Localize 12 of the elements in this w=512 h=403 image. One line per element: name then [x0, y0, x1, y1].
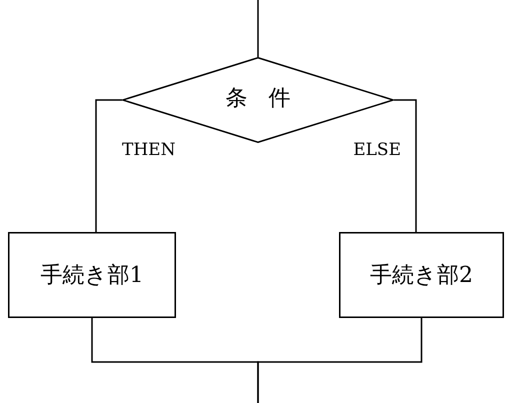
process-box: [339, 232, 504, 318]
connector-line: [257, 0, 259, 57]
edge-label: ELSE: [353, 140, 401, 160]
node-text: 手続き部2: [370, 262, 473, 290]
node-text: 手続き部1: [40, 262, 144, 290]
process-box: [8, 232, 176, 318]
connector-line: [394, 99, 417, 232]
connector-line: [257, 318, 422, 403]
node-text: 条 件: [226, 85, 290, 113]
decision-diamond: [122, 57, 394, 143]
edge-label: THEN: [122, 140, 176, 160]
connector-line: [95, 99, 122, 232]
